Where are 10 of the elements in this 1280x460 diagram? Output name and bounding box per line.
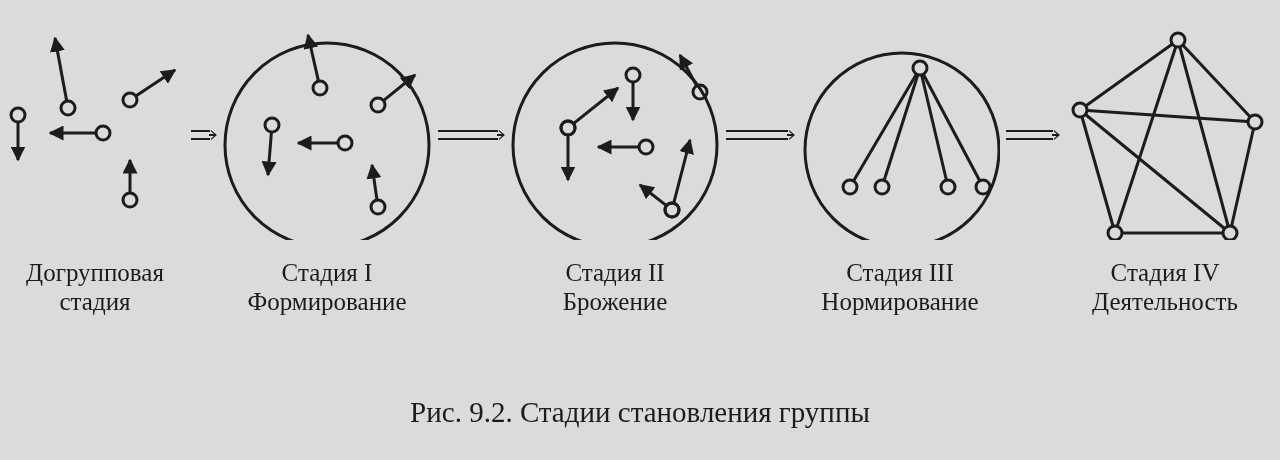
stage-label: Стадия I Формирование — [246, 258, 408, 316]
stage-label: Стадия III Нормирование — [820, 258, 980, 316]
stage-label: Стадия IV Деятельность — [1091, 258, 1239, 316]
figure-caption: Рис. 9.2. Стадии становления группы — [409, 396, 871, 429]
double-arrow — [190, 130, 217, 140]
double-arrow — [1005, 130, 1060, 140]
stage-label: Стадия II Брожение — [561, 258, 669, 316]
double-arrow — [725, 130, 795, 140]
stage-label: Догрупповая стадия — [25, 258, 165, 316]
double-arrow — [437, 130, 505, 140]
